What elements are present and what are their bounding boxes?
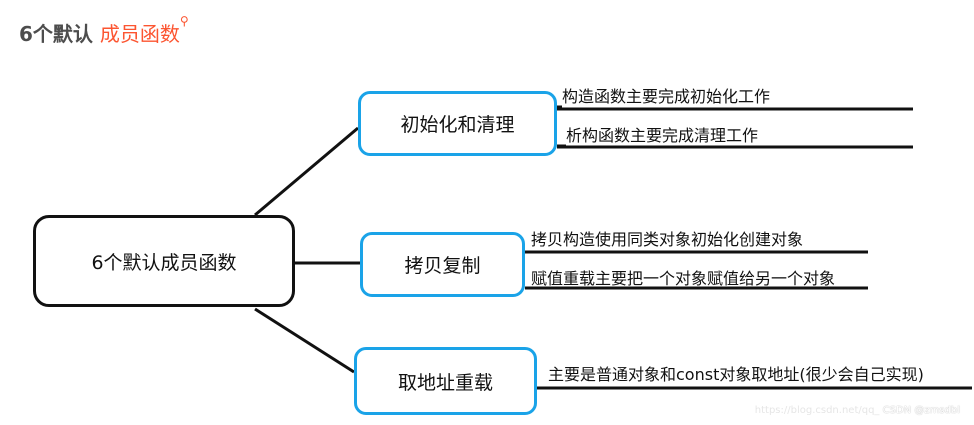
heading-keyword-link[interactable]: 成员函数 [99,22,180,46]
branch-label: 初始化和清理 [400,114,515,136]
leaf-copy-constructor: 拷贝构造使用同类对象初始化创建对象 [531,230,804,249]
watermark-csdn: CSDN @zmsdbl [882,405,960,416]
branch-init-cleanup: 初始化和清理 [358,91,557,156]
watermark-url: https://blog.csdn.net/qq_ [754,405,880,416]
page-heading: 6个默认 成员函数 ⚲ [19,14,189,47]
connector-root-to-init [254,126,359,217]
leaf-assignment-overload: 赋值重载主要把一个对象赋值给另一个对象 [531,269,836,288]
leaf-constructor: 构造函数主要完成初始化工作 [562,87,771,106]
heading-number-text: 6个默认 [19,22,93,46]
branch-label: 取地址重载 [397,371,493,394]
leaf-address-operator: 主要是普通对象和const对象取地址(很少会自己实现) [548,365,924,384]
watermark: https://blog.csdn.net/qq_ CSDN @zmsdbl [755,405,960,416]
leaf-destructor: 析构函数主要完成清理工作 [566,126,759,145]
branch-label: 拷贝复制 [404,255,481,277]
root-node: 6个默认成员函数 [33,215,295,307]
branch-copy: 拷贝复制 [360,232,525,297]
connector-root-to-addr [254,307,355,374]
search-icon[interactable]: ⚲ [179,14,189,28]
branch-address-overload: 取地址重载 [354,347,537,415]
root-node-label: 6个默认成员函数 [91,251,237,274]
